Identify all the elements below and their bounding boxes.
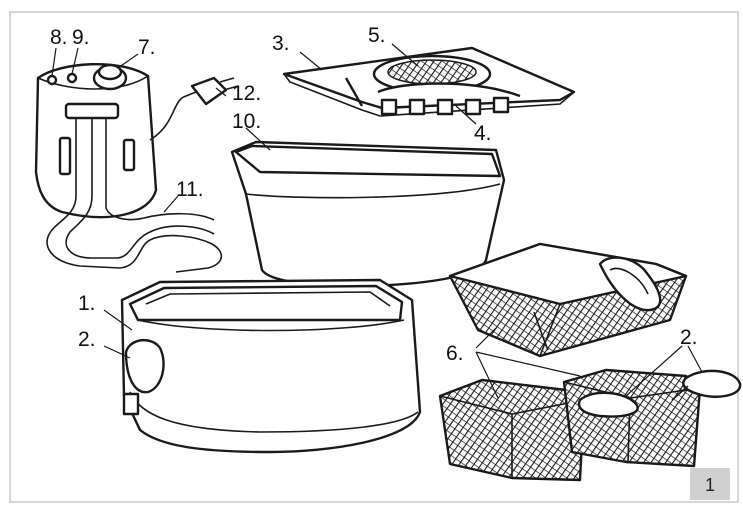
label-10: 10. <box>232 110 261 133</box>
label-2-basket: 2. <box>680 326 698 349</box>
diagram-frame <box>9 11 739 503</box>
lid-handle <box>377 82 521 116</box>
small-basket-handle-detached <box>671 369 742 401</box>
fryer-housing <box>120 278 422 454</box>
small-basket-right <box>562 368 702 468</box>
large-basket-handle <box>598 256 662 312</box>
housing-handle <box>124 339 165 394</box>
oil-container <box>230 140 506 288</box>
label-9: 9. <box>72 26 90 49</box>
label-2-housing: 2. <box>78 328 96 351</box>
figure-number-badge <box>690 468 730 500</box>
small-basket-handle-right <box>577 391 639 418</box>
figure-number: 1 <box>705 475 715 495</box>
label-3: 3. <box>272 32 290 55</box>
label-7: 7. <box>138 36 156 59</box>
label-6: 6. <box>446 342 464 365</box>
power-cord <box>149 91 197 141</box>
label-8: 8. <box>50 26 68 49</box>
label-4: 4. <box>474 122 492 145</box>
thermostat-knob <box>92 63 128 91</box>
heating-element <box>46 118 223 273</box>
small-basket-left <box>438 378 586 482</box>
indicator-light-9 <box>66 72 78 84</box>
indicator-light-8 <box>46 74 58 86</box>
power-plug <box>190 76 239 106</box>
label-1: 1. <box>78 292 96 315</box>
label-12: 12. <box>232 82 261 105</box>
label-5: 5. <box>368 24 386 47</box>
control-unit <box>34 62 158 219</box>
label-11: 11. <box>176 178 204 201</box>
